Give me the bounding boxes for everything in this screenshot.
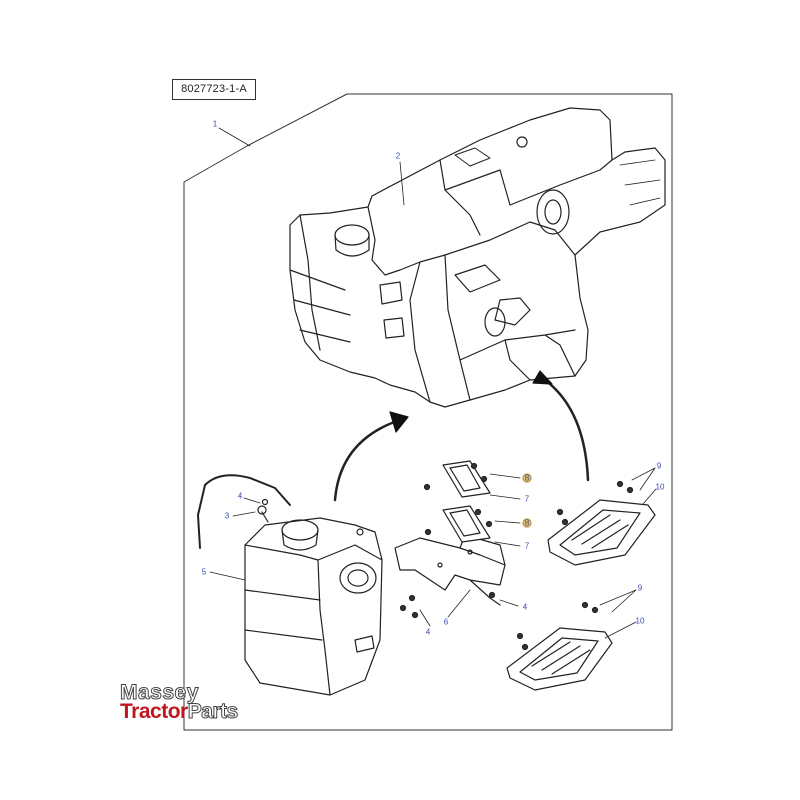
callout-c4b: 4 — [522, 602, 528, 612]
logo-parts: Parts — [187, 700, 239, 723]
arrow-left — [333, 418, 402, 502]
callout-c7b: 7 — [524, 541, 530, 551]
callout-c8b: 8 — [524, 518, 530, 528]
callout-c2: 2 — [395, 151, 401, 161]
leader-4a — [243, 497, 261, 504]
main-fuel-tank — [289, 107, 666, 408]
reference-code-label: 8027723-1-A — [172, 79, 256, 100]
mounting-bracket — [394, 534, 506, 606]
leader-3 — [232, 511, 256, 517]
callout-c9a: 9 — [656, 461, 662, 471]
small-tank — [197, 474, 383, 696]
callout-c1: 1 — [212, 119, 218, 129]
callout-c4c: 4 — [425, 627, 431, 637]
straps — [399, 460, 496, 619]
callout-c10a: 10 — [655, 482, 665, 492]
callout-c7a: 7 — [524, 494, 530, 504]
step-lower — [506, 601, 613, 691]
callout-c9b: 9 — [637, 583, 643, 593]
washer-top — [522, 473, 532, 483]
callout-c5: 5 — [201, 567, 207, 577]
leader-2 — [399, 161, 405, 206]
leader-1 — [218, 127, 251, 147]
washer-bottom — [522, 518, 532, 528]
callout-c10b: 10 — [635, 616, 645, 626]
callout-c4a: 4 — [237, 491, 243, 501]
logo-line-1: Massey — [120, 681, 199, 704]
callout-c8a: 8 — [524, 473, 530, 483]
step-upper — [547, 480, 656, 566]
assembly-frame — [183, 93, 673, 731]
logo-line-2: TractorParts — [120, 700, 239, 723]
leader-6 — [447, 589, 471, 618]
watermark-logo: Massey TractorParts — [120, 681, 239, 723]
callout-c6: 6 — [443, 617, 449, 627]
arrow-right — [543, 378, 590, 482]
callout-c3: 3 — [224, 511, 230, 521]
leader-5 — [209, 571, 246, 581]
logo-tractor: Tractor — [120, 700, 188, 723]
